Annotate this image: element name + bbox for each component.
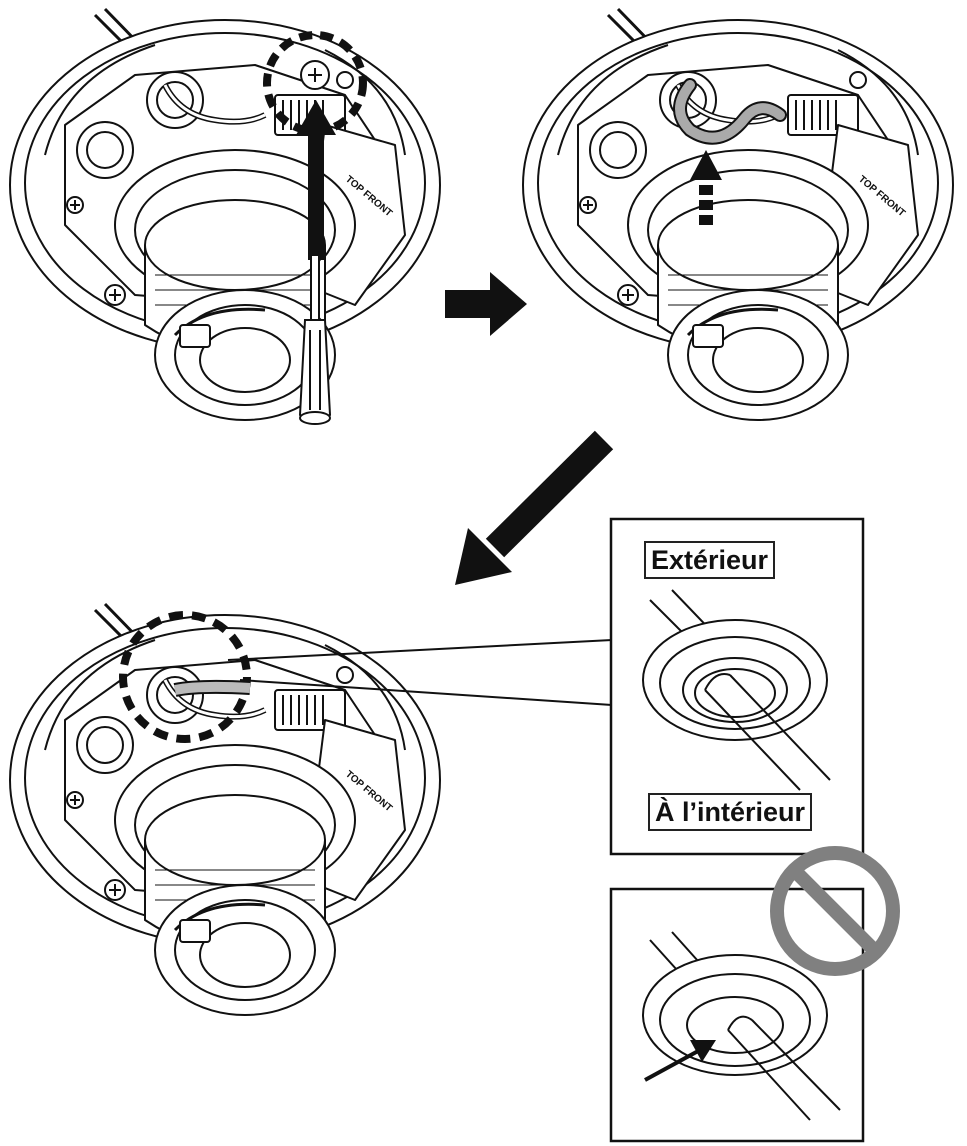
camera-dome-step2 [523, 9, 953, 420]
diagonal-arrow-icon [455, 440, 604, 585]
camera-dome-step3 [10, 604, 440, 1015]
arrow-icon [445, 272, 527, 336]
camera-dome-step1 [10, 9, 440, 420]
label-exterior: Extérieur [644, 541, 775, 579]
label-interior: À l’intérieur [648, 793, 812, 831]
